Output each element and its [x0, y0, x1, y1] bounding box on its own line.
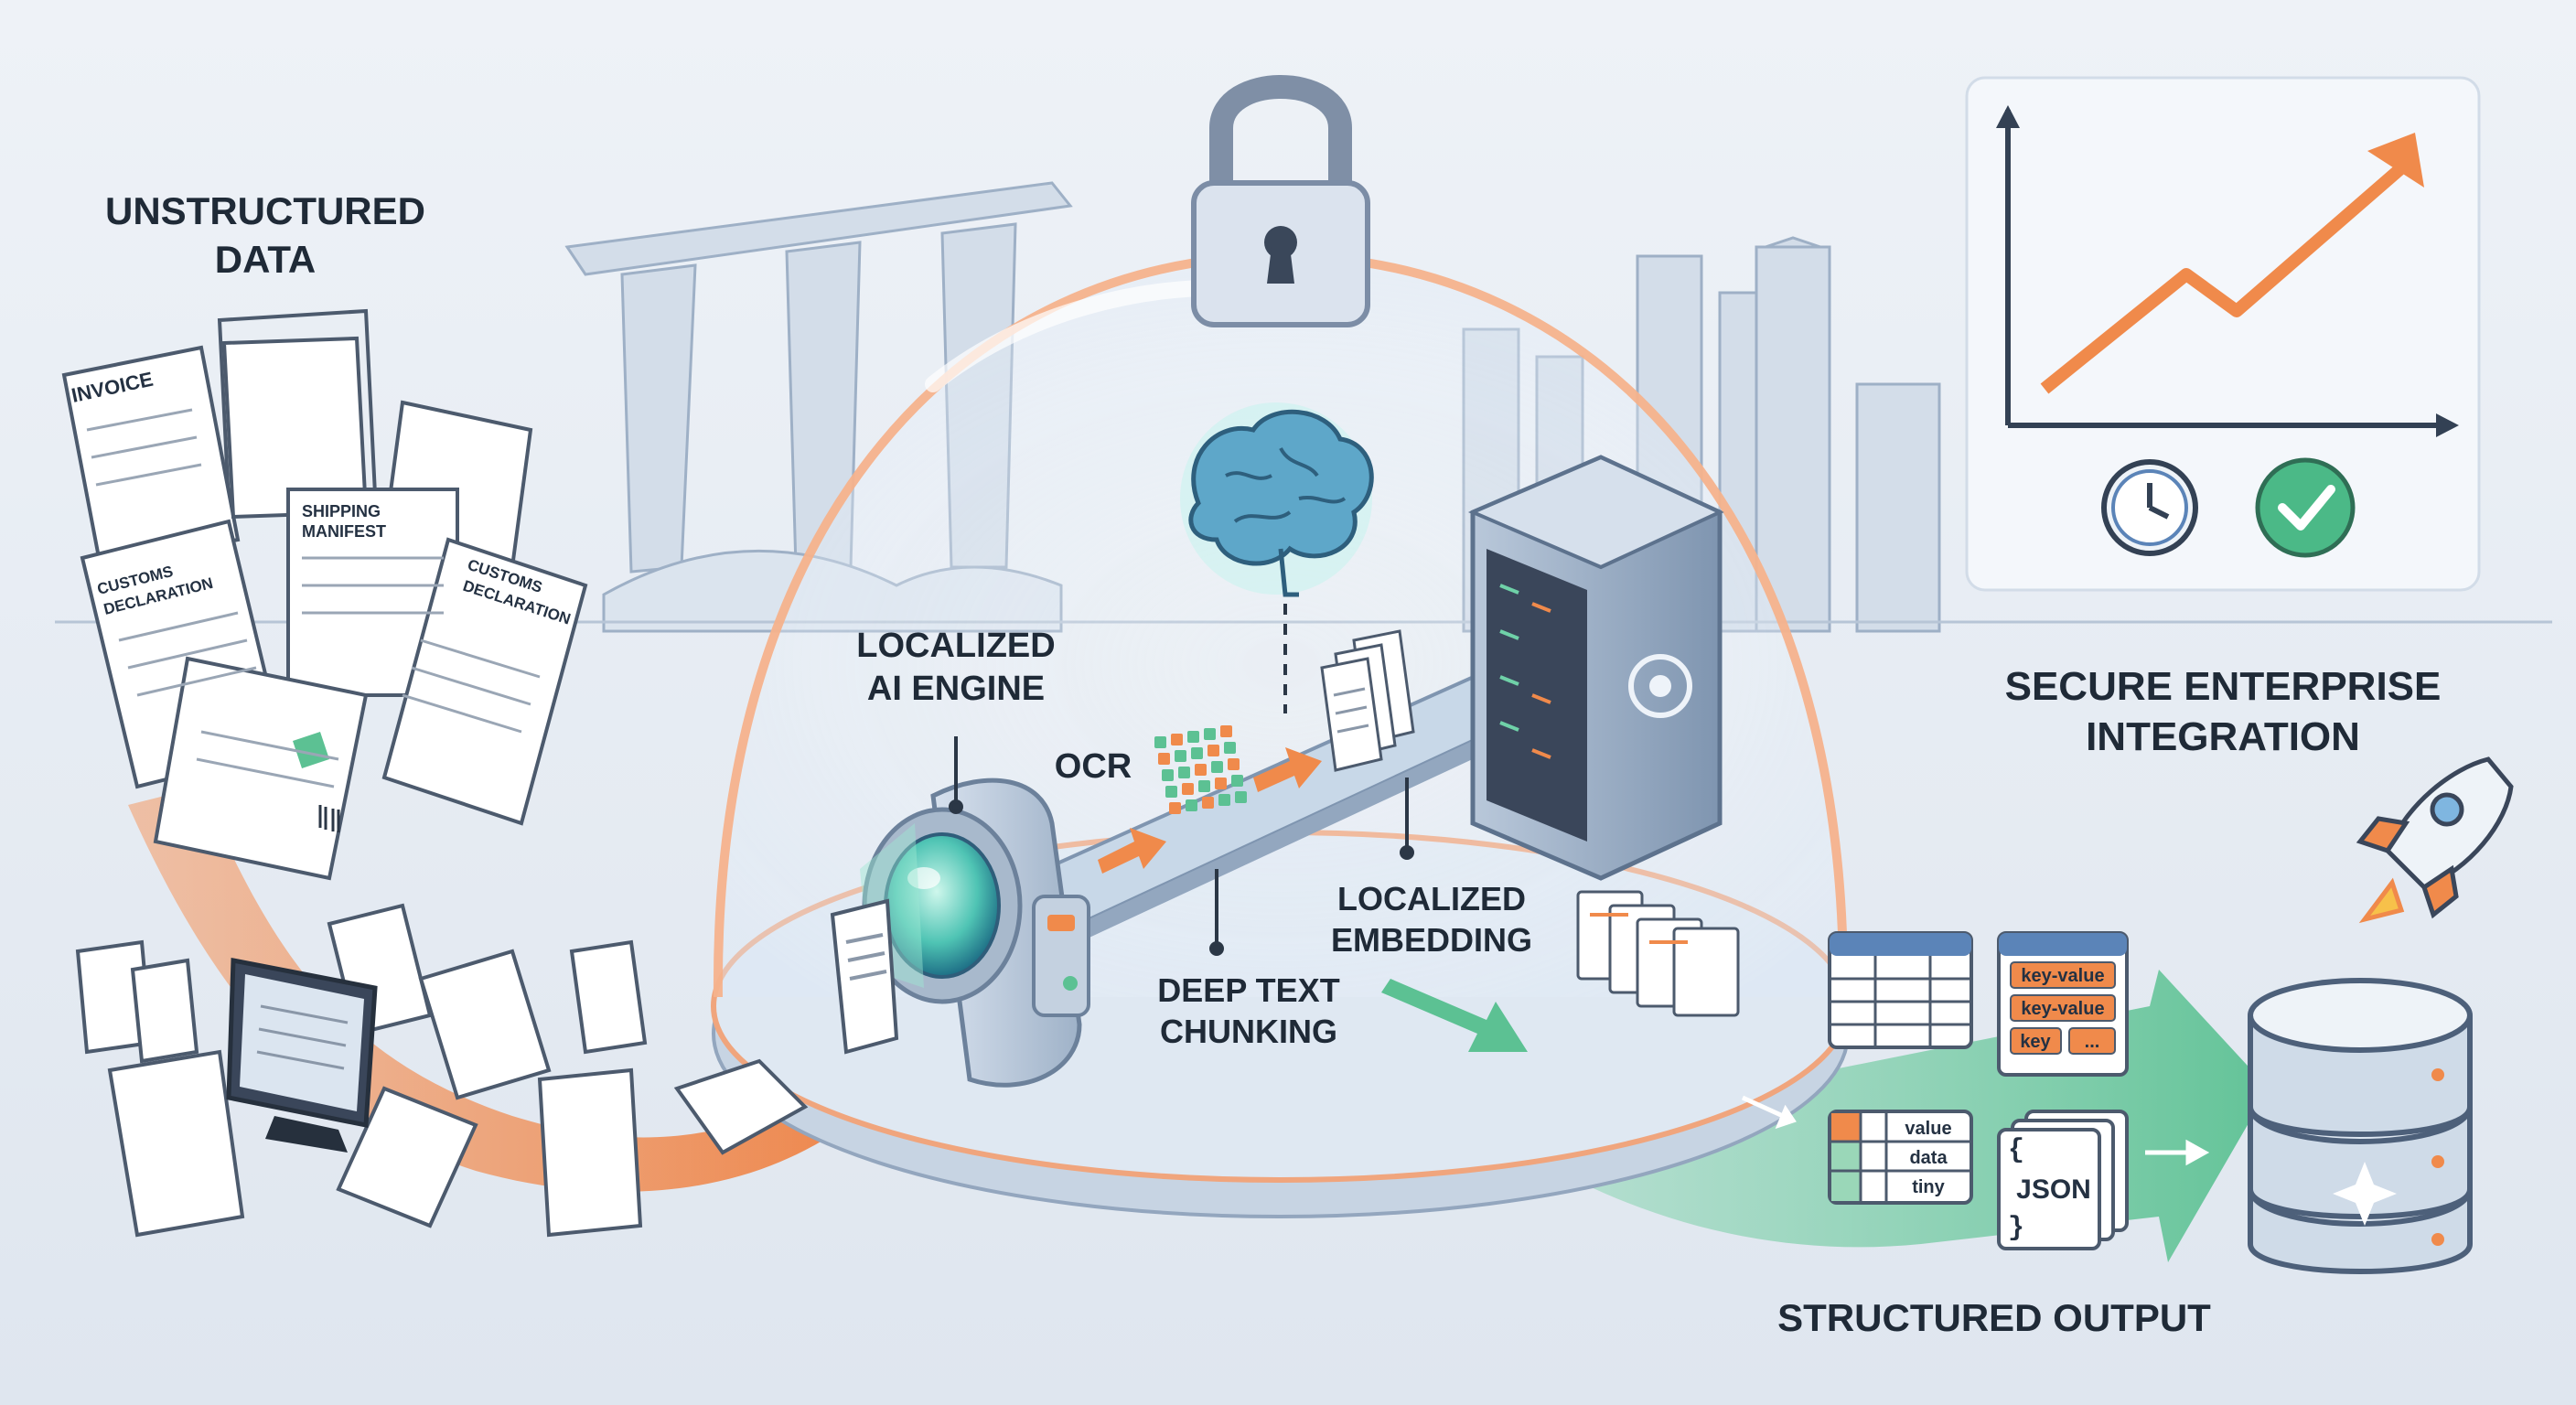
ocr-cell [1224, 742, 1236, 754]
ocr-cell [1228, 758, 1240, 770]
kv-text-3b: ... [2085, 1032, 2100, 1052]
flow-arrows [1741, 1095, 2210, 1166]
ocr-cell [1195, 764, 1207, 776]
check-icon [2255, 457, 2356, 558]
shipping-label-1: SHIPPING [302, 502, 381, 520]
ai-engine-label-2: AI ENGINE [867, 670, 1045, 708]
output-documents [1576, 890, 1740, 1017]
output-kv-card [1997, 931, 2129, 1077]
chunked-documents [1320, 629, 1415, 772]
ocr-cell [1211, 761, 1223, 773]
json-label: JSON [2016, 1174, 2091, 1205]
ocr-cell [1171, 734, 1183, 745]
kv-text-2: key-value [2021, 999, 2104, 1019]
lock-icon [1191, 75, 1370, 327]
ocr-cell [1154, 736, 1166, 748]
output-json-card [1997, 1110, 2129, 1250]
ocr-cell [1162, 769, 1174, 781]
json-brace-open: { [2008, 1135, 2024, 1166]
embedding-label-2: EMBEDDING [1331, 921, 1532, 959]
ocr-cell [1202, 797, 1214, 809]
ocr-cell [1218, 794, 1230, 806]
document-pile [61, 308, 588, 881]
ocr-cell [1235, 791, 1247, 803]
ocr-label: OCR [1055, 747, 1132, 786]
rocket-icon [2356, 756, 2514, 924]
secure-label-2: INTEGRATION [2086, 714, 2360, 759]
kv-text-3: key [2020, 1032, 2051, 1052]
ocr-cell [1215, 778, 1227, 789]
leader-lines [949, 604, 1414, 956]
table-text-3: tiny [1912, 1177, 1945, 1197]
ocr-cell [1220, 725, 1232, 737]
database-icon [2248, 978, 2473, 1274]
json-brace-close: } [2008, 1213, 2024, 1244]
ocr-cell [1231, 775, 1243, 787]
ocr-cell [1165, 786, 1177, 798]
scanner-icon [860, 778, 1090, 1088]
structured-output-label: STRUCTURED OUTPUT [1777, 1296, 2211, 1339]
input-document [830, 898, 899, 1055]
ocr-cell [1187, 731, 1199, 743]
output-data-table [1828, 1110, 1973, 1205]
unstructured-title-line2: DATA [215, 238, 316, 281]
ai-engine-label-1: LOCALIZED [856, 627, 1055, 665]
kv-text-1: key-value [2021, 966, 2104, 986]
chunking-label-1: DEEP TEXT [1157, 971, 1339, 1009]
ocr-cell [1204, 728, 1216, 740]
chunking-label-2: CHUNKING [1160, 1013, 1337, 1050]
output-table-card [1828, 931, 1973, 1049]
ocr-cell [1198, 780, 1210, 792]
table-text-2: data [1909, 1148, 1948, 1168]
ocr-cell [1169, 802, 1181, 814]
ocr-cell [1178, 767, 1190, 778]
table-text-1: value [1905, 1119, 1951, 1139]
ocr-cell [1158, 753, 1170, 765]
clock-icon [2101, 459, 2198, 556]
secure-label-1: SECURE ENTERPRISE [2005, 664, 2442, 709]
brain-icon [1180, 402, 1374, 597]
monitor-icon [226, 957, 378, 1153]
growth-chart-icon [1965, 76, 2481, 592]
ocr-cell [1208, 745, 1219, 756]
server-icon [1467, 455, 1724, 881]
ocr-cell [1186, 799, 1197, 811]
embedding-label-1: LOCALIZED [1337, 880, 1526, 917]
arrow-2 [1253, 747, 1322, 792]
embedding-arrow [1381, 979, 1528, 1052]
ocr-cell [1191, 747, 1203, 759]
arrow-1 [1098, 828, 1166, 874]
ocr-cell [1182, 783, 1194, 795]
unstructured-title-line1: UNSTRUCTURED [105, 189, 425, 232]
labels: UNSTRUCTURED DATA INVOICE SHIPPING MANIF… [70, 189, 2442, 1339]
ocr-cell [1175, 750, 1186, 762]
scattered-documents [75, 903, 809, 1238]
shipping-label-2: MANIFEST [302, 522, 386, 541]
ocr-grid-icon [1154, 725, 1247, 814]
